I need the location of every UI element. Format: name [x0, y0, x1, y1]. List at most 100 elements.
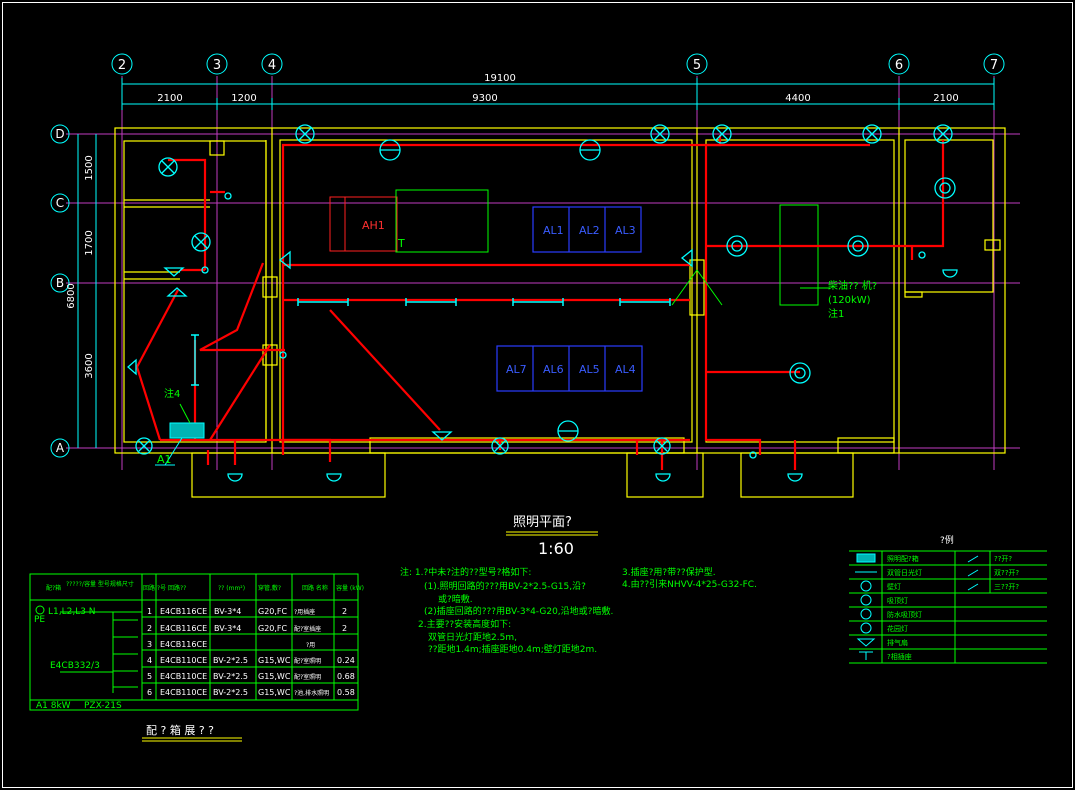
exhaust-fan-icon [127, 358, 137, 376]
plan-title-text: 照明平面? [513, 515, 572, 530]
schedule-header-1: 配?箱 [46, 584, 61, 592]
panel-al1: AL1 [543, 224, 564, 237]
row-kw: 0.24 [337, 656, 355, 665]
col-label-3: 3 [213, 58, 221, 73]
legend-title: ?例 [940, 534, 954, 546]
transformer [395, 189, 489, 253]
note-line: 注: 1.?中未?注的??型号?格如下: [400, 566, 531, 578]
schedule-header-7: 回路 名称 [302, 584, 328, 592]
legend-item: 防水吸顶灯 [887, 610, 922, 619]
generator-power: (120kW) [828, 295, 871, 306]
note-line: 双管日光灯距地2.5m, [428, 631, 517, 643]
panel-al6: AL6 [543, 363, 564, 376]
socket-icon [918, 251, 926, 259]
fluorescent-lamps [191, 298, 671, 386]
legend-waterproof-lamp-icon [860, 608, 872, 620]
generator [779, 204, 819, 306]
schedule-headers: 配?箱 ?????/容量 型号规格尺寸 回路 ?号 回路?? ?? (mm²) … [46, 580, 364, 592]
dim-1500: 1500 [84, 155, 95, 180]
row-name: 配?室照明 [294, 657, 321, 665]
socket-icon [224, 192, 232, 200]
col-label-4: 4 [268, 58, 276, 73]
equipment: AH1 T AL1 AL2 AL3 AL7 AL6 AL5 AL4 柴油?? 机… [329, 189, 877, 392]
legend-box-icon [856, 553, 876, 563]
col-label-5: 5 [693, 58, 701, 73]
ceiling-lamp-icon [789, 362, 811, 384]
row-no: 3 [147, 640, 152, 649]
row-pipe: G20,FC [258, 624, 288, 633]
schedule-caption-text: 配 ? 箱 展 ? ? [146, 723, 214, 737]
note-line: 2.主要??安装高度如下: [418, 618, 511, 630]
top-dimension-text: 19100 2100 1200 9300 4400 2100 [157, 73, 958, 104]
dim-total: 19100 [484, 73, 516, 84]
legend-exhaust-fan-icon [856, 638, 876, 647]
schedule-rows: 1 E4CB116CE BV-3*4 G20,FC ?用插座 2 2 E4CB1… [147, 607, 355, 697]
row-name: 配?室插座 [294, 625, 321, 633]
wall-lamp-icon [787, 473, 803, 482]
plan-scale: 1:60 [538, 539, 574, 558]
lamp-icon [191, 232, 211, 252]
lamp-icon [158, 157, 178, 177]
row-no: 6 [147, 688, 152, 697]
schedule-table [29, 573, 359, 711]
row-no: 2 [147, 624, 152, 633]
transformer-mark: T [397, 237, 405, 250]
dim-2100-a: 2100 [157, 93, 182, 104]
legend-socket-icon [859, 651, 873, 660]
notes: 注: 1.?中未?注的??型号?格如下: (1).照明回路的???用BV-2*2… [400, 566, 757, 655]
row-no: 5 [147, 672, 152, 681]
lamp-icon [712, 124, 732, 144]
schedule-header-2: ?????/容量 型号规格尺寸 [66, 580, 134, 588]
dim-6800: 6800 [66, 283, 77, 308]
table-row: 6 E4CB110CE BV-2*2.5 G15,WC ?池,排水照明 0.58 [147, 688, 355, 697]
schedule-header-3: 回路 ?号 [143, 584, 166, 592]
note-line: (2)插座回路的???用BV-3*4-G20,沿地或?暗敷. [424, 605, 613, 617]
wall-lamp-icon [326, 473, 342, 482]
row-pipe: G20,FC [258, 607, 288, 616]
table-row: 2 E4CB116CE BV-3*4 G20,FC 配?室插座 2 [147, 624, 347, 633]
box-footer-right: PZX-21S [84, 701, 122, 711]
ceiling-lamp-icon [934, 177, 956, 199]
legend: ?例 照明配?箱 [849, 534, 1047, 664]
wall-lamp-icon [655, 473, 671, 482]
row-breaker: E4CB110CE [160, 688, 207, 697]
table-row: 3 E4CB116CE ?用 [147, 640, 315, 649]
walls [114, 127, 1006, 498]
legend-garden-lamp-icon [860, 622, 872, 634]
panels-bottom [496, 345, 643, 392]
legend-double-switch-icon [967, 569, 979, 577]
dim-1200: 1200 [231, 93, 256, 104]
table-row: 4 E4CB110CE BV-2*2.5 G15,WC 配?室照明 0.24 [147, 656, 355, 665]
a1-label: A1 [157, 453, 172, 466]
exhaust-fan-icon [431, 431, 453, 441]
legend-triple-switch-icon [967, 583, 979, 591]
lamp-icons [135, 124, 953, 455]
fixtures [127, 192, 926, 459]
waterproof-lamps [379, 139, 601, 442]
row-wire: BV-2*2.5 [213, 672, 248, 681]
row-name: 配?室照明 [294, 673, 321, 681]
legend-item: ?相插座 [887, 652, 912, 661]
wall-lamp-icon [942, 269, 958, 278]
row-label-a: A [56, 441, 65, 455]
waterproof-lamp-icon [579, 139, 601, 161]
col-label-6: 6 [895, 58, 903, 73]
row-no: 4 [147, 656, 152, 665]
row-breaker: E4CB116CE [160, 624, 207, 633]
lamp-icon [295, 124, 315, 144]
dim-3600: 3600 [84, 353, 95, 378]
row-label-c: C [56, 196, 64, 210]
row-breaker: E4CB110CE [160, 656, 207, 665]
panel-al3: AL3 [615, 224, 636, 237]
legend-item: 壁灯 [887, 582, 901, 591]
lamp-icon [491, 437, 509, 455]
legend-item: 吸顶灯 [887, 596, 908, 605]
table-row: 1 E4CB116CE BV-3*4 G20,FC ?用插座 2 [147, 607, 347, 616]
left-dimensions [77, 134, 97, 448]
dim-4400: 4400 [785, 93, 810, 104]
top-dimensions [121, 78, 995, 110]
legend-wall-lamp-icon [860, 580, 872, 592]
dim-9300: 9300 [472, 93, 497, 104]
schedule-header-6: 穿管,敷? [258, 584, 281, 592]
